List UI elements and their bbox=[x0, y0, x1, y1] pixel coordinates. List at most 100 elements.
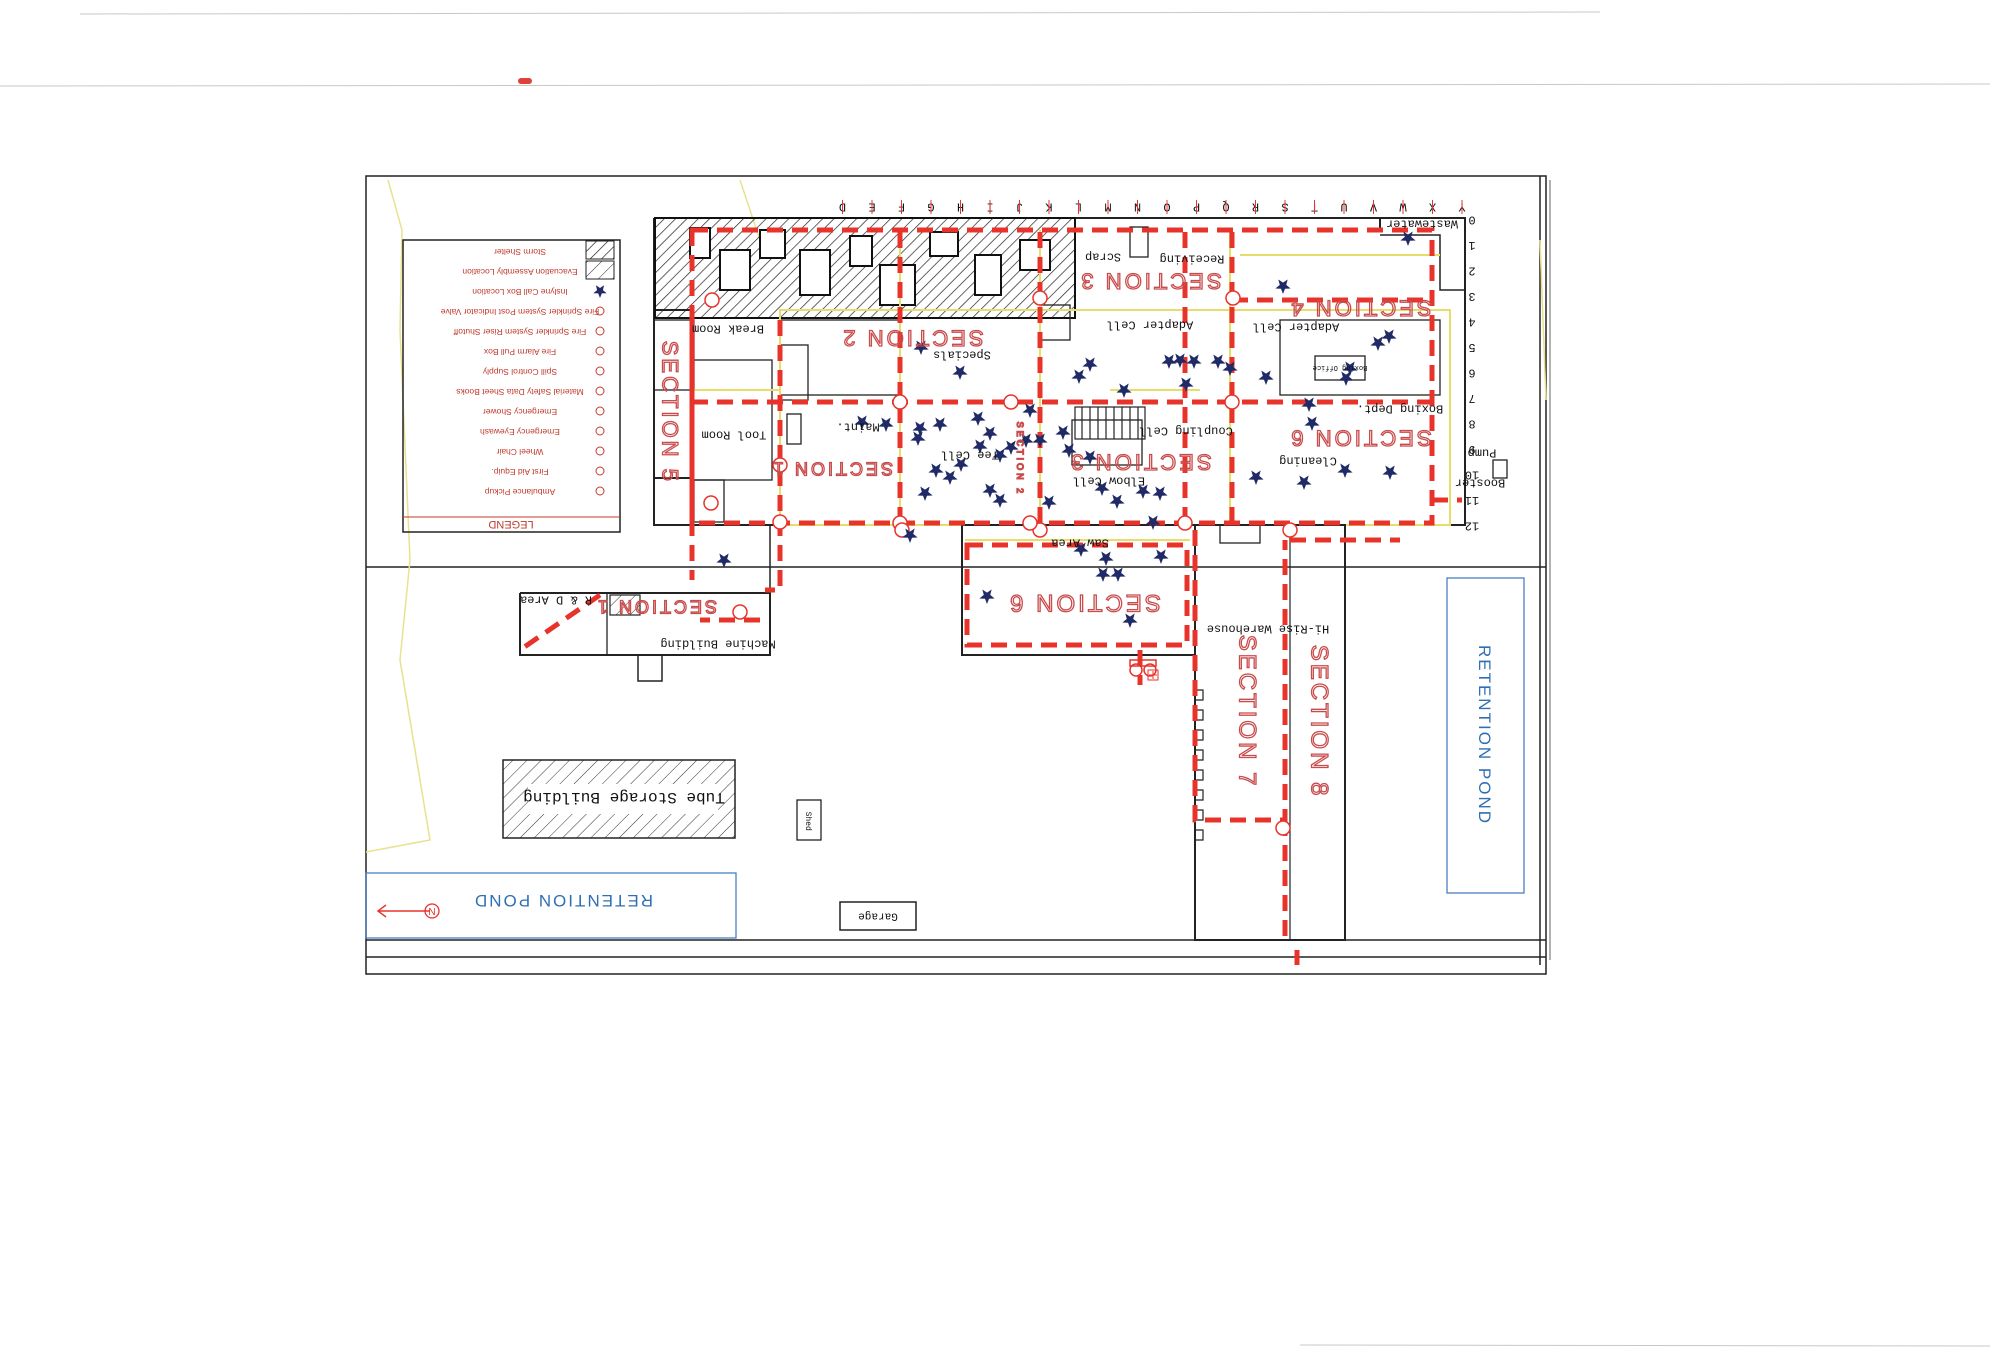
call-box-star-icon bbox=[1095, 567, 1111, 582]
call-box-star-icon bbox=[1178, 377, 1194, 392]
legend-symbol-icon bbox=[595, 306, 605, 316]
legend-item-label: Wheel Chair bbox=[496, 447, 543, 457]
call-box-star-icon bbox=[979, 589, 995, 604]
call-box-star-icon bbox=[1094, 481, 1110, 496]
call-box-star-icon bbox=[1018, 433, 1034, 448]
call-box-star-icon bbox=[1153, 549, 1169, 564]
route-nodes bbox=[703, 290, 1298, 836]
assembly-node bbox=[1224, 394, 1240, 410]
section-2-label: SECTION 2 bbox=[840, 326, 983, 351]
call-box-star-icon bbox=[716, 553, 732, 568]
garage-label: Garage bbox=[858, 909, 898, 921]
call-box-star-icon bbox=[1381, 329, 1397, 344]
saw-area-label: Saw Area bbox=[1051, 536, 1109, 550]
grid-row-8: 8 bbox=[1468, 417, 1475, 431]
call-box-star-icon bbox=[1370, 336, 1386, 351]
call-box-star-icon bbox=[878, 417, 894, 432]
grid-row-9: 9 bbox=[1468, 442, 1475, 456]
shed-outline bbox=[796, 799, 822, 841]
legend-symbol-icon bbox=[595, 466, 605, 476]
call-box-star-icon bbox=[854, 415, 870, 430]
call-box-star-icon bbox=[932, 417, 948, 432]
legend-symbol-icon bbox=[595, 346, 605, 356]
garage-outline bbox=[839, 901, 917, 931]
call-box-star-icon bbox=[910, 431, 926, 446]
grid-row-7: 7 bbox=[1468, 391, 1475, 405]
call-box-star-icon bbox=[928, 463, 944, 478]
section-4-label: SECTION 4 bbox=[1288, 296, 1431, 321]
legend-item-label: Fire Sprinkler System Riser Shutoff bbox=[453, 327, 586, 337]
drawing-frame bbox=[365, 175, 1551, 975]
call-box-stars bbox=[716, 231, 1416, 628]
grid-column-labels: YXWVUTSRQPONMLKJIHGFED bbox=[839, 200, 1466, 214]
grid-row-4: 4 bbox=[1468, 315, 1475, 329]
call-box-star-icon bbox=[1022, 403, 1038, 418]
retention-pond-left-label: RETENTION POND bbox=[473, 891, 653, 910]
call-box-star-icon bbox=[952, 365, 968, 380]
grid-row-3: 3 bbox=[1468, 289, 1475, 303]
call-box-star-icon bbox=[992, 493, 1008, 508]
elbow-cell-label: Elbow Cell bbox=[1073, 474, 1145, 488]
call-box-star-icon bbox=[593, 285, 607, 298]
call-box-star-icon bbox=[1338, 371, 1354, 386]
call-box-star-icon bbox=[1145, 515, 1161, 530]
scrap-label: Scrap bbox=[1085, 250, 1121, 264]
tube-storage-label: Tube Storage Building bbox=[523, 788, 725, 806]
first-aid-icon bbox=[1147, 669, 1159, 681]
call-box-star-icon bbox=[1122, 613, 1138, 628]
call-box-star-icon bbox=[1003, 440, 1019, 455]
call-box-star-icon bbox=[1210, 354, 1226, 369]
legend-symbol-icon bbox=[595, 486, 605, 496]
call-box-star-icon bbox=[1304, 416, 1320, 431]
shed-label: Shed bbox=[803, 812, 812, 831]
assembly-node bbox=[1177, 515, 1193, 531]
grid-row-11: 11 bbox=[1465, 493, 1479, 507]
section-8-label: SECTION 8 bbox=[1306, 645, 1333, 799]
coupling-cell-label: Coupling Cell bbox=[1139, 424, 1233, 438]
call-box-star-icon bbox=[992, 448, 1008, 463]
section-1-label: SECTION 1 bbox=[771, 458, 893, 478]
section-5-label: SECTION 5 bbox=[657, 341, 682, 484]
legend-symbol-icon bbox=[595, 426, 605, 436]
call-box-star-icon bbox=[1222, 361, 1238, 376]
call-box-star-icon bbox=[1296, 475, 1312, 490]
call-box-star-icon bbox=[1098, 551, 1114, 566]
boxing-dept-label: Boxing Dept. bbox=[1357, 402, 1443, 416]
tee-cell-label: Tee Cell bbox=[941, 448, 999, 462]
call-box-star-icon bbox=[913, 340, 929, 355]
legend-title: LEGEND bbox=[488, 518, 533, 530]
call-box-star-icon bbox=[1082, 450, 1098, 465]
call-box-star-icon bbox=[972, 439, 988, 454]
assembly-node bbox=[704, 292, 720, 308]
boxing-office-label: Boxing Office bbox=[1313, 363, 1368, 371]
storm-shelter-swatch bbox=[585, 240, 615, 260]
assembly-node bbox=[892, 394, 908, 410]
call-box-star-icon bbox=[1400, 231, 1416, 246]
call-box-star-icon bbox=[982, 426, 998, 441]
grid-row-5: 5 bbox=[1468, 340, 1475, 354]
call-box-star-icon bbox=[1110, 567, 1126, 582]
legend-symbol-icon bbox=[595, 366, 605, 376]
scan-dot bbox=[518, 78, 532, 84]
assembly-node bbox=[703, 495, 719, 511]
grid-row-6: 6 bbox=[1468, 366, 1475, 380]
scan-marks bbox=[0, 11, 1991, 1347]
tube-storage-building bbox=[502, 759, 736, 839]
assembly-node bbox=[772, 457, 788, 473]
call-box-star-icon bbox=[1248, 470, 1264, 485]
grid-row-0: 0 bbox=[1468, 213, 1475, 227]
call-box-star-icon bbox=[1135, 484, 1151, 499]
coupling-cell-racks bbox=[1074, 406, 1146, 440]
ambulance-icon bbox=[1129, 659, 1157, 677]
call-box-star-icon bbox=[953, 457, 969, 472]
call-box-star-icon bbox=[1071, 369, 1087, 384]
grid-row-2: 2 bbox=[1468, 264, 1475, 278]
section-2-small-label: SECTION 2 bbox=[1015, 422, 1025, 497]
assembly-node bbox=[1032, 290, 1048, 306]
rd-area-label: R & D Area bbox=[520, 593, 592, 607]
specials-label: Specials bbox=[933, 348, 991, 362]
grid-row-10: 10 bbox=[1465, 468, 1479, 482]
